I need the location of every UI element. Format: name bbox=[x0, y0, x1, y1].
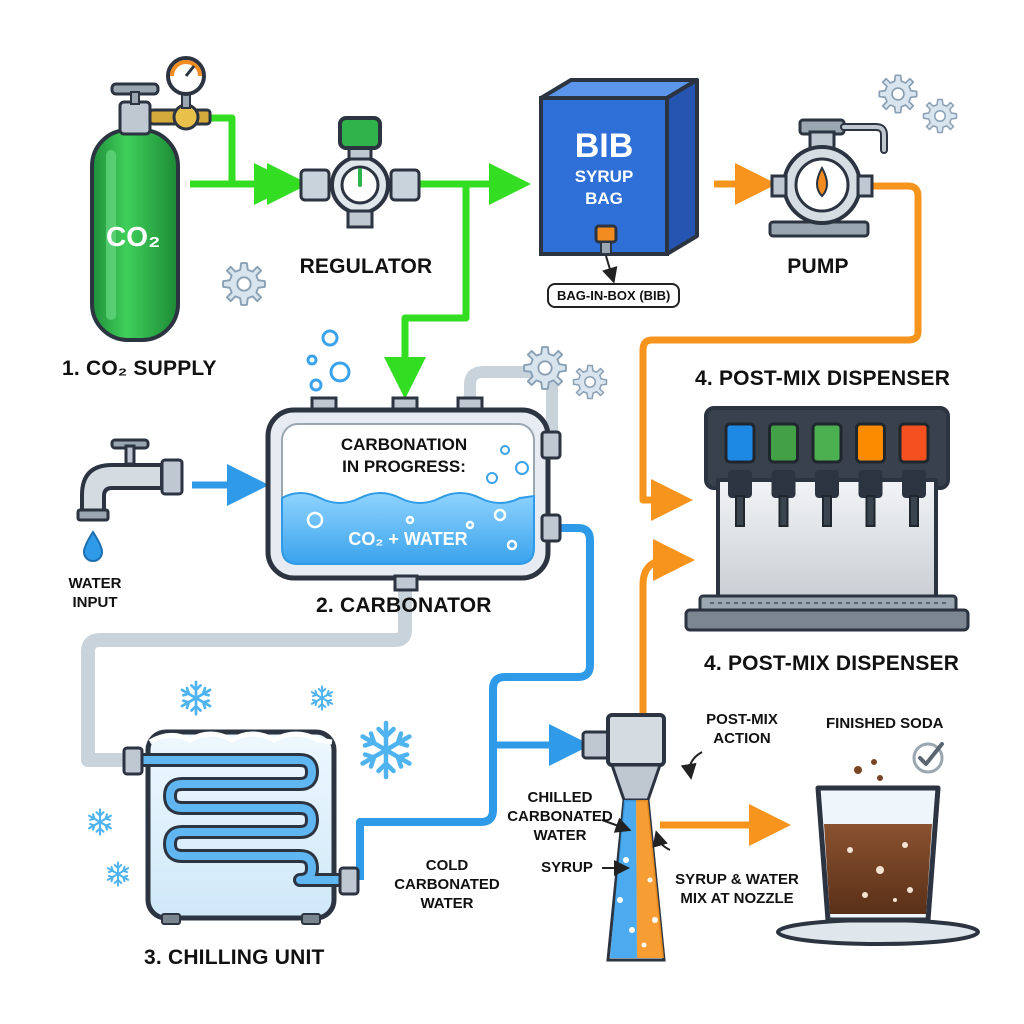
syrup-line-nozzle-to-dispenser bbox=[639, 539, 695, 960]
co2-cylinder bbox=[90, 82, 212, 342]
bib-title: BIB bbox=[574, 127, 634, 165]
bib-sub-2: BAG bbox=[585, 189, 623, 208]
gear-icon bbox=[222, 262, 266, 306]
syrup-line-pump-to-dispenser bbox=[639, 182, 922, 521]
pump-title: PUMP bbox=[787, 255, 849, 278]
chilled-label-1: CHILLED bbox=[527, 789, 593, 806]
carbonator-title: 2. CARBONATOR bbox=[316, 594, 492, 617]
gear-icon bbox=[922, 98, 958, 134]
chilling-unit bbox=[122, 729, 360, 925]
faucet-icon bbox=[76, 438, 184, 522]
mix-label-2: MIX AT NOZZLE bbox=[680, 890, 794, 907]
water-input-label-1: WATER bbox=[68, 575, 122, 592]
post-mix-label-2: ACTION bbox=[713, 730, 771, 747]
snowflake-icon bbox=[88, 808, 112, 836]
chilled-label-2: CARBONATED bbox=[507, 808, 613, 825]
co2-line-supply bbox=[210, 114, 309, 205]
dispenser-valve bbox=[768, 422, 799, 527]
pump bbox=[768, 118, 888, 238]
cold-label-3: WATER bbox=[420, 895, 474, 912]
co2-water-text: CO₂ + WATER bbox=[348, 529, 468, 549]
cold-label-1: COLD bbox=[425, 857, 469, 874]
water-input-label-2: INPUT bbox=[72, 594, 118, 611]
gear-icon bbox=[523, 346, 567, 390]
mix-label-1: SYRUP & WATER bbox=[675, 871, 799, 888]
gear-icon bbox=[878, 74, 918, 114]
bubbles bbox=[306, 329, 351, 392]
dispenser-valve bbox=[811, 422, 843, 527]
syrup-label: SYRUP bbox=[541, 859, 593, 876]
regulator-title: REGULATOR bbox=[299, 255, 433, 278]
regulator bbox=[299, 116, 421, 229]
snowflake-icon bbox=[363, 723, 410, 777]
dispenser-valve bbox=[898, 422, 930, 527]
post-mix-label-1: POST-MIX bbox=[706, 711, 778, 728]
carbonator bbox=[265, 396, 562, 592]
finished-soda-label: FINISHED SODA bbox=[826, 715, 944, 732]
dispenser-title-bottom: 4. POST-MIX DISPENSER bbox=[704, 652, 960, 675]
bib-box bbox=[539, 78, 699, 284]
carbonation-text-2: IN PROGRESS: bbox=[342, 457, 466, 476]
pressure-gauge-icon bbox=[166, 56, 206, 109]
snowflake-icon bbox=[180, 680, 212, 716]
dispenser-valve bbox=[855, 422, 886, 527]
pipe-carbonator-to-chiller bbox=[81, 580, 412, 767]
post-mix-pointer bbox=[680, 751, 703, 780]
chilling-unit-title: 3. CHILLING UNIT bbox=[144, 946, 325, 969]
gear-icon bbox=[572, 364, 608, 400]
carbonation-text-1: CARBONATION bbox=[340, 435, 468, 454]
water-drop-icon bbox=[82, 530, 104, 562]
chilled-label-3: WATER bbox=[533, 827, 587, 844]
chilled-line-carbonator-to-nozzle bbox=[356, 524, 594, 880]
chilled-pointer bbox=[601, 817, 632, 833]
bib-badge: BAG-IN-BOX (BIB) bbox=[547, 283, 681, 308]
co2-cylinder-label: CO₂ bbox=[106, 221, 161, 252]
cold-label-2: CARBONATED bbox=[394, 876, 500, 893]
finished-soda-glass bbox=[776, 759, 980, 946]
snowflake-icon bbox=[310, 685, 334, 711]
dispenser-valve bbox=[724, 422, 756, 527]
dispenser-title-top: 4. POST-MIX DISPENSER bbox=[695, 367, 951, 390]
bib-sub-1: SYRUP bbox=[574, 167, 634, 186]
mix-pointer bbox=[652, 830, 671, 851]
co2-supply-title: 1. CO₂ SUPPLY bbox=[62, 357, 217, 380]
snowflake-icon bbox=[106, 861, 130, 887]
co2-line-to-carbonator bbox=[384, 184, 470, 399]
nozzle bbox=[581, 713, 666, 962]
checkmark-icon bbox=[912, 742, 944, 774]
